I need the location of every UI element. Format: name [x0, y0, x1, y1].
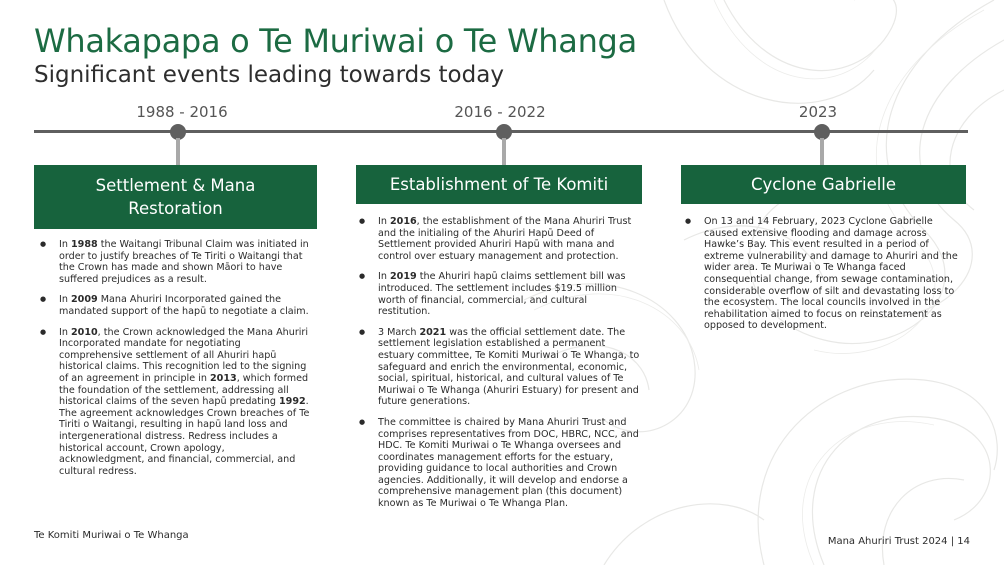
bullet-text: In [59, 239, 71, 250]
bullet-text: . The agreement acknowledges Crown breac… [59, 396, 310, 477]
timeline-period-3: 2023 [798, 103, 838, 121]
timeline-period-1: 1988 - 2016 [136, 103, 228, 121]
page-subtitle: Significant events leading towards today [34, 62, 504, 88]
column-heading-establishment: Establishment of Te Komiti [356, 165, 642, 204]
bullet-year: 2010 [70, 326, 98, 338]
bullet-text: was the official settlement date. The se… [378, 326, 640, 408]
bullet-year: 2019 [389, 271, 417, 283]
bullet-text: 3 March [378, 326, 420, 338]
column-heading-text: Cyclone Gabrielle [750, 175, 897, 194]
bullet-year: 2009 [70, 294, 98, 306]
timeline-marker-3 [814, 124, 830, 140]
bullet-year: 2016 [389, 216, 417, 227]
bullet-text: the Waitangi Tribunal Claim was initiate… [59, 239, 309, 285]
timeline-period-2: 2016 - 2022 [454, 103, 546, 121]
bullet-year: 2021 [419, 326, 447, 338]
bullet-text: The committee is chaired by Mana Ahuriri… [378, 416, 639, 510]
bullet-text: , which formed the foundation of the set… [59, 372, 309, 408]
bullet-item: In 1988 the Waitangi Tribunal Claim was … [38, 239, 313, 285]
bullet-text: , the Crown acknowledged the Mana Ahurir… [59, 326, 309, 384]
bullet-item: In 2016, the establishment of the Mana A… [357, 216, 642, 262]
timeline-marker-2 [496, 124, 512, 140]
column-heading-settlement: Settlement & Mana Restoration [34, 165, 317, 229]
bullet-text: Mana Ahuriri Incorporated gained the man… [59, 294, 309, 317]
column-heading-text: Establishment of Te Komiti [389, 175, 609, 194]
bullet-text: , the establishment of the Mana Ahuriri … [378, 216, 632, 262]
footer-committee-name: Te Komiti Muriwai o Te Whanga [34, 530, 189, 541]
bullet-item: In 2009 Mana Ahuriri Incorporated gained… [38, 294, 313, 317]
column-bullets-settlement: In 1988 the Waitangi Tribunal Claim was … [38, 239, 313, 486]
bullet-item: In 2010, the Crown acknowledged the Mana… [38, 327, 313, 478]
page-title: Whakapapa o Te Muriwai o Te Whanga [34, 22, 637, 60]
timeline-stem-1 [176, 138, 180, 165]
bullet-text: In [378, 271, 390, 283]
column-bullets-cyclone: On 13 and 14 February, 2023 Cyclone Gabr… [683, 216, 963, 341]
timeline-stem-2 [502, 138, 506, 165]
timeline-stem-3 [820, 138, 824, 165]
bullet-year: 1988 [70, 239, 98, 250]
bullet-text: In [59, 326, 71, 338]
bullet-item: The committee is chaired by Mana Ahuriri… [357, 417, 642, 510]
bullet-year: 2013 [209, 372, 237, 384]
column-heading-text: Settlement & Mana Restoration [95, 176, 256, 218]
timeline-marker-1 [170, 124, 186, 140]
bullet-text: In [59, 294, 71, 306]
bullet-year: 1992 [278, 396, 306, 408]
bullet-text: the Ahuriri hapū claims settlement bill … [378, 271, 626, 318]
column-heading-cyclone: Cyclone Gabrielle [681, 165, 966, 204]
bullet-text: On 13 and 14 February, 2023 Cyclone Gabr… [704, 216, 958, 332]
column-bullets-establishment: In 2016, the establishment of the Mana A… [357, 216, 642, 519]
bullet-item: 3 March 2021 was the official settlement… [357, 327, 642, 408]
footer-page-info: Mana Ahuriri Trust 2024 | 14 [827, 536, 970, 547]
bullet-text: In [378, 216, 390, 227]
bullet-item: In 2019 the Ahuriri hapū claims settleme… [357, 271, 642, 317]
bullet-item: On 13 and 14 February, 2023 Cyclone Gabr… [683, 216, 963, 332]
